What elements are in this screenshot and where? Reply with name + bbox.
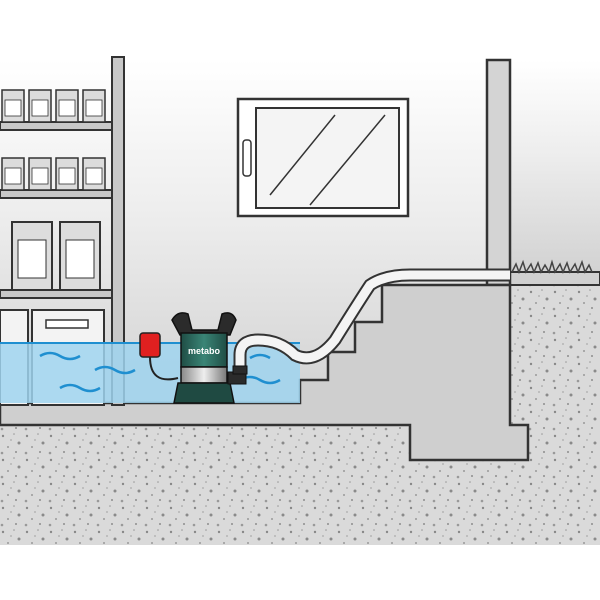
window-handle — [242, 139, 252, 177]
outside-sky — [510, 60, 600, 272]
grass — [511, 259, 593, 275]
outer-wall — [485, 58, 512, 287]
jar-label — [58, 167, 76, 185]
float-switch — [139, 332, 161, 358]
jar-label — [85, 99, 103, 117]
jar-label — [4, 167, 22, 185]
ground-soil — [0, 285, 600, 545]
window — [236, 97, 410, 218]
jar-label — [85, 167, 103, 185]
pump-brand-label: metabo — [188, 346, 221, 356]
ground-surface — [509, 271, 600, 286]
jar-label — [58, 99, 76, 117]
jar-label — [4, 99, 22, 117]
jar-label — [31, 167, 49, 185]
pump-handle — [171, 312, 237, 336]
water-waves — [39, 351, 281, 393]
stairs-and-floor — [0, 283, 530, 462]
jar-label — [31, 99, 49, 117]
submersible-pump: metabo — [171, 312, 248, 404]
